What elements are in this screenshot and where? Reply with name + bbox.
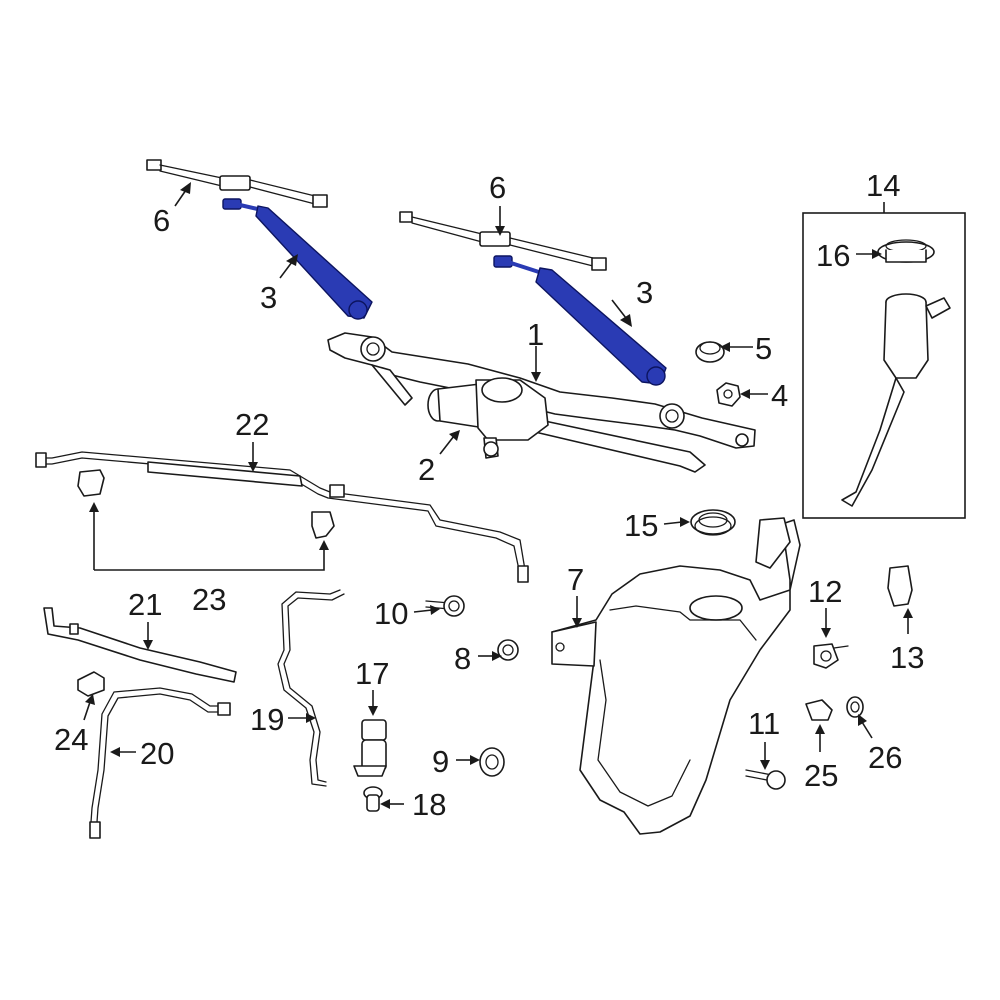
washer-nozzle-right[interactable]	[311, 511, 335, 539]
callout-20: 20	[140, 736, 174, 771]
callout-16: 16	[816, 238, 850, 273]
callout-6-right: 6	[489, 170, 506, 205]
nut-8[interactable]	[497, 639, 519, 661]
filler-neck-14[interactable]	[841, 293, 951, 507]
callout-3-left: 3	[260, 280, 277, 315]
callout-13: 13	[890, 640, 924, 675]
callout-7: 7	[567, 562, 584, 597]
washer-reservoir[interactable]	[551, 517, 801, 835]
hose-19[interactable]	[277, 589, 345, 787]
callout-3-right: 3	[636, 275, 653, 310]
callout-23: 23	[192, 582, 226, 617]
callout-17: 17	[355, 656, 389, 691]
callout-25: 25	[804, 758, 838, 793]
callout-24: 24	[54, 722, 88, 757]
wiper-blade-right[interactable]	[399, 211, 607, 271]
wiper-arm-right[interactable]	[493, 255, 667, 386]
nut-25[interactable]	[805, 699, 833, 721]
filler-cap-16[interactable]	[877, 239, 935, 263]
callout-18: 18	[412, 787, 446, 822]
washer-hose-22[interactable]	[35, 451, 529, 583]
callout-19: 19	[250, 702, 284, 737]
callout-labels: 1 2 3 3 4 5 6 6 7 8 9 10 11 12 13 14 15 …	[54, 168, 924, 822]
callout-12: 12	[808, 574, 842, 609]
callout-9: 9	[432, 744, 449, 779]
grommet-24[interactable]	[77, 671, 105, 697]
nut-4[interactable]	[716, 382, 741, 407]
callout-5: 5	[755, 331, 772, 366]
callout-1: 1	[527, 317, 544, 352]
callout-8: 8	[454, 641, 471, 676]
clip-13[interactable]	[887, 565, 913, 607]
hose-bracket-21[interactable]	[43, 607, 237, 683]
washer-pump-17[interactable]	[353, 719, 387, 777]
callout-11: 11	[748, 706, 780, 741]
wiper-linkage[interactable]	[327, 332, 756, 473]
callout-21: 21	[128, 587, 162, 622]
bolt-11[interactable]	[745, 769, 786, 790]
leader-lines	[83, 182, 913, 809]
callout-2: 2	[418, 452, 435, 487]
wire-harness-20[interactable]	[89, 687, 231, 839]
fastener-12[interactable]	[813, 643, 849, 669]
callout-14: 14	[866, 168, 900, 203]
callout-22: 22	[235, 407, 269, 442]
washer-nozzle-left[interactable]	[77, 469, 105, 497]
seal-15[interactable]	[690, 509, 736, 536]
callout-6-left: 6	[153, 203, 170, 238]
cap-5[interactable]	[695, 341, 725, 363]
washer-26[interactable]	[846, 696, 864, 718]
callout-10: 10	[374, 596, 408, 631]
wiper-blade-left[interactable]	[146, 159, 328, 208]
wiper-arm-left[interactable]	[222, 198, 373, 320]
grommet-9[interactable]	[479, 747, 505, 777]
seal-18[interactable]	[363, 786, 383, 812]
bolt-10[interactable]	[425, 595, 465, 617]
callout-4: 4	[771, 378, 788, 413]
callout-26: 26	[868, 740, 902, 775]
wiper-motor[interactable]	[427, 377, 549, 459]
callout-15: 15	[624, 508, 658, 543]
